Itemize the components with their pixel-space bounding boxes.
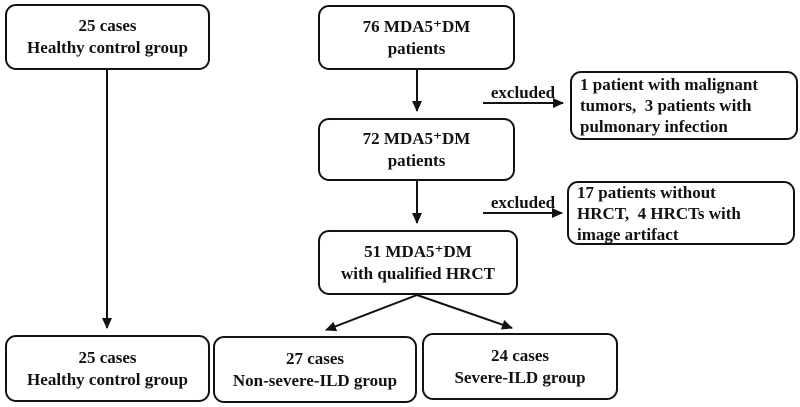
box-line: 76 MDA5⁺DM — [362, 16, 471, 36]
box-51-mda5-dm-qualified-hrct: 51 MDA5⁺DM with qualified HRCT — [318, 230, 518, 295]
box-line: 24 cases — [490, 345, 550, 365]
box-excluded-no-hrct-artifact: 17 patients without HRCT, 4 HRCTs with i… — [567, 181, 795, 245]
box-line: Severe-ILD group — [454, 367, 586, 387]
box-healthy-control-top: 25 cases Healthy control group — [5, 4, 210, 70]
box-line: 17 patients without — [577, 182, 716, 202]
box-line: patients — [387, 150, 446, 170]
box-line: 51 MDA5⁺DM — [364, 241, 472, 261]
box-line: 1 patient with malignant — [580, 75, 759, 94]
box-line: Healthy control group — [27, 369, 188, 389]
box-line: Healthy control group — [27, 38, 188, 57]
arrow-51-to-nonsevere — [325, 294, 418, 332]
box-line: image artifact — [577, 224, 679, 244]
box-severe-ild-group: 24 cases Severe-ILD group — [422, 333, 618, 400]
box-line: Non-severe-ILD group — [232, 370, 398, 390]
box-line: 72 MDA5⁺DM — [362, 128, 471, 148]
box-line: 25 cases — [78, 347, 137, 367]
arrow-51-to-severe — [416, 294, 513, 330]
box-line: pulmonary infection — [580, 117, 728, 136]
excluded-label-2: excluded — [490, 193, 556, 212]
box-line: HRCT, 4 HRCTs with — [577, 203, 741, 223]
box-line: 27 cases — [285, 348, 345, 368]
box-excluded-malignant-infection: 1 patient with malignant tumors, 3 patie… — [570, 71, 798, 140]
box-line: tumors, 3 patients with — [580, 96, 752, 115]
excluded-label-1: excluded — [490, 83, 556, 102]
box-76-mda5-dm-patients: 76 MDA5⁺DM patients — [318, 5, 515, 70]
box-non-severe-ild-group: 27 cases Non-severe-ILD group — [213, 336, 417, 403]
box-line: 25 cases — [78, 16, 137, 35]
box-line: with qualified HRCT — [341, 263, 495, 283]
box-72-mda5-dm-patients: 72 MDA5⁺DM patients — [318, 118, 515, 181]
box-line: patients — [387, 38, 446, 58]
box-healthy-control-bottom: 25 cases Healthy control group — [5, 335, 210, 402]
